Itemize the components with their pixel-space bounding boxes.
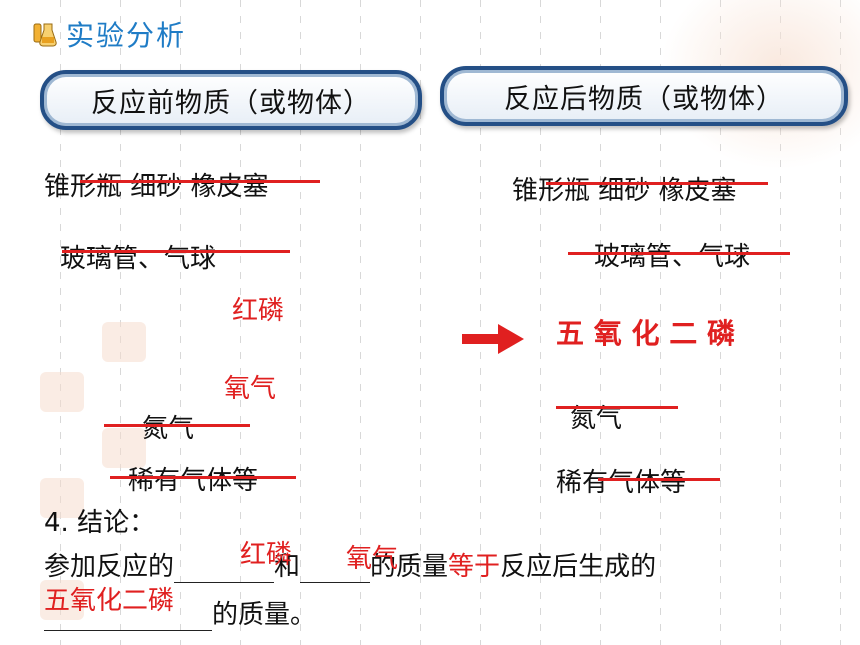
before-header: 反应前物质（或物体）	[40, 70, 422, 130]
conclusion-text: 反应后生成的	[500, 552, 657, 582]
decor-stamp	[40, 580, 84, 620]
blank-field	[44, 600, 212, 631]
strike-line	[110, 476, 296, 479]
answer-fill-1: 红磷	[240, 540, 293, 570]
conclusion-text: 的质量。	[212, 600, 317, 630]
right-arrow-icon	[462, 324, 524, 354]
conclusion-line1: 参加反应的 和 的质量等于反应后生成的	[44, 546, 656, 583]
before-apparatus-line1: 锥形瓶 细砂 橡皮塞	[44, 172, 269, 202]
strike-line	[568, 252, 790, 255]
conclusion-equal: 等于	[448, 552, 501, 582]
decor-stamp	[40, 478, 84, 518]
after-header: 反应后物质（或物体）	[440, 66, 848, 126]
before-header-label: 反应前物质（或物体）	[91, 87, 371, 119]
before-red-phosphorus: 红磷	[232, 296, 285, 326]
before-apparatus-line2: 玻璃管、气球	[60, 244, 217, 274]
strike-line	[598, 478, 720, 481]
after-nitrogen: 氮气	[570, 404, 623, 434]
section-title: 实验分析	[66, 19, 187, 52]
strike-line	[62, 250, 290, 253]
beaker-icon	[33, 23, 57, 47]
strike-line	[546, 182, 768, 185]
before-rare-gases: 稀有气体等	[128, 466, 259, 496]
conclusion-line2: 的质量。	[44, 594, 316, 631]
blank-field	[174, 552, 275, 583]
section-header: 实验分析	[30, 14, 186, 54]
after-apparatus-line2: 玻璃管、气球	[594, 242, 751, 272]
answer-fill-2: 氧气	[346, 544, 399, 574]
conclusion-text: 和	[274, 552, 301, 582]
strike-line	[556, 406, 678, 409]
conclusion-text: 的质量	[370, 552, 449, 582]
after-apparatus-line1: 锥形瓶 细砂 橡皮塞	[512, 176, 737, 206]
before-oxygen: 氧气	[224, 374, 277, 404]
before-nitrogen: 氮气	[142, 414, 195, 444]
decor-stamp	[102, 428, 146, 468]
decor-stamp	[40, 372, 84, 412]
conclusion-text: 参加反应的	[44, 552, 175, 582]
strike-line	[80, 180, 320, 183]
after-rare-gases: 稀有气体等	[556, 468, 687, 498]
answer-fill-3: 五氧化二磷	[44, 586, 175, 616]
conclusion-heading: 4. 结论：	[44, 508, 156, 538]
strike-line	[104, 424, 250, 427]
after-product: 五 氧 化 二 磷	[556, 317, 735, 350]
blank-field	[300, 552, 371, 583]
after-header-label: 反应后物质（或物体）	[504, 83, 784, 115]
decor-stamp	[102, 322, 146, 362]
